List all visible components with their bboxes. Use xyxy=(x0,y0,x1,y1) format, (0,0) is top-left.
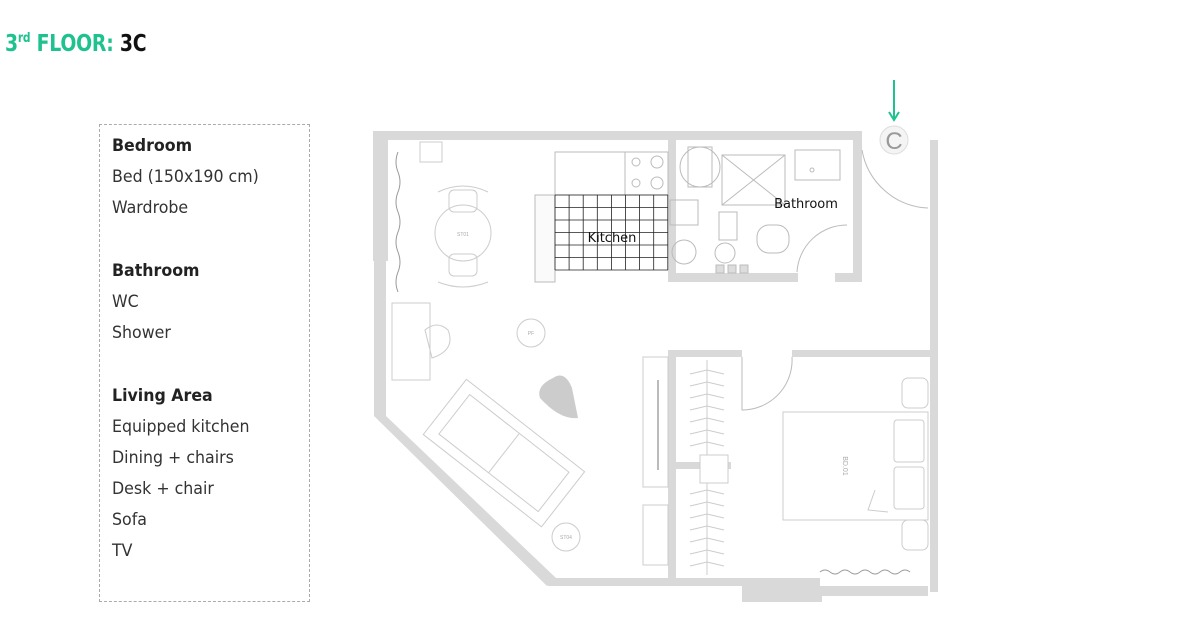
list-item: Sofa xyxy=(112,510,147,530)
dining-set: ST01 xyxy=(434,185,492,288)
entrance-marker xyxy=(879,125,909,155)
floor-label: 3rd FLOOR: xyxy=(5,31,114,57)
section-heading: Bedroom xyxy=(112,136,193,156)
tv-unit xyxy=(642,356,669,566)
living-area-section: Living Area Equipped kitchen Dining + ch… xyxy=(112,381,260,567)
bed-code: BD.01 xyxy=(841,456,848,476)
list-item: Dining + chairs xyxy=(112,448,234,468)
section-heading: Bathroom xyxy=(112,261,200,281)
list-item: Wardrobe xyxy=(112,198,189,218)
kitchen-tiles xyxy=(554,194,669,271)
kitchen-label: Kitchen xyxy=(588,231,637,246)
column xyxy=(419,141,443,163)
bathroom xyxy=(679,146,848,274)
svg-text:ST01: ST01 xyxy=(457,232,469,238)
walls xyxy=(373,131,938,602)
section-heading: Living Area xyxy=(112,386,213,406)
unit-label: 3C xyxy=(119,31,147,57)
list-item: Equipped kitchen xyxy=(112,417,250,437)
amenities-panel: Bedroom Bed (150x190 cm) Wardrobe Bathro… xyxy=(99,124,310,602)
kitchen xyxy=(534,151,699,283)
bed xyxy=(782,377,929,551)
list-item: Desk + chair xyxy=(112,479,214,499)
sofa xyxy=(422,378,586,528)
curtain xyxy=(395,151,401,293)
list-item: Shower xyxy=(112,323,171,343)
coffee-table xyxy=(539,375,578,419)
list-item: Bed (150x190 cm) xyxy=(112,167,259,187)
bedroom-door xyxy=(741,356,793,411)
entrance-marker-label: C xyxy=(885,128,902,155)
bedroom-section: Bedroom Bed (150x190 cm) Wardrobe xyxy=(112,131,270,224)
side-table-code: ST04 xyxy=(560,535,572,541)
desk-and-chair: PF xyxy=(391,302,546,381)
page-title: 3rd FLOOR: 3C xyxy=(5,31,147,57)
entrance-arrow-icon xyxy=(888,80,900,122)
list-item: TV xyxy=(112,541,133,561)
wardrobe xyxy=(689,360,729,575)
curtain xyxy=(819,569,911,575)
side-table xyxy=(551,522,581,552)
list-item: WC xyxy=(112,292,139,312)
bathroom-section: Bathroom WC Shower xyxy=(112,256,206,349)
entrance-door xyxy=(861,149,929,209)
svg-text:PF: PF xyxy=(528,331,534,337)
bathroom-label: Bathroom xyxy=(774,197,838,212)
